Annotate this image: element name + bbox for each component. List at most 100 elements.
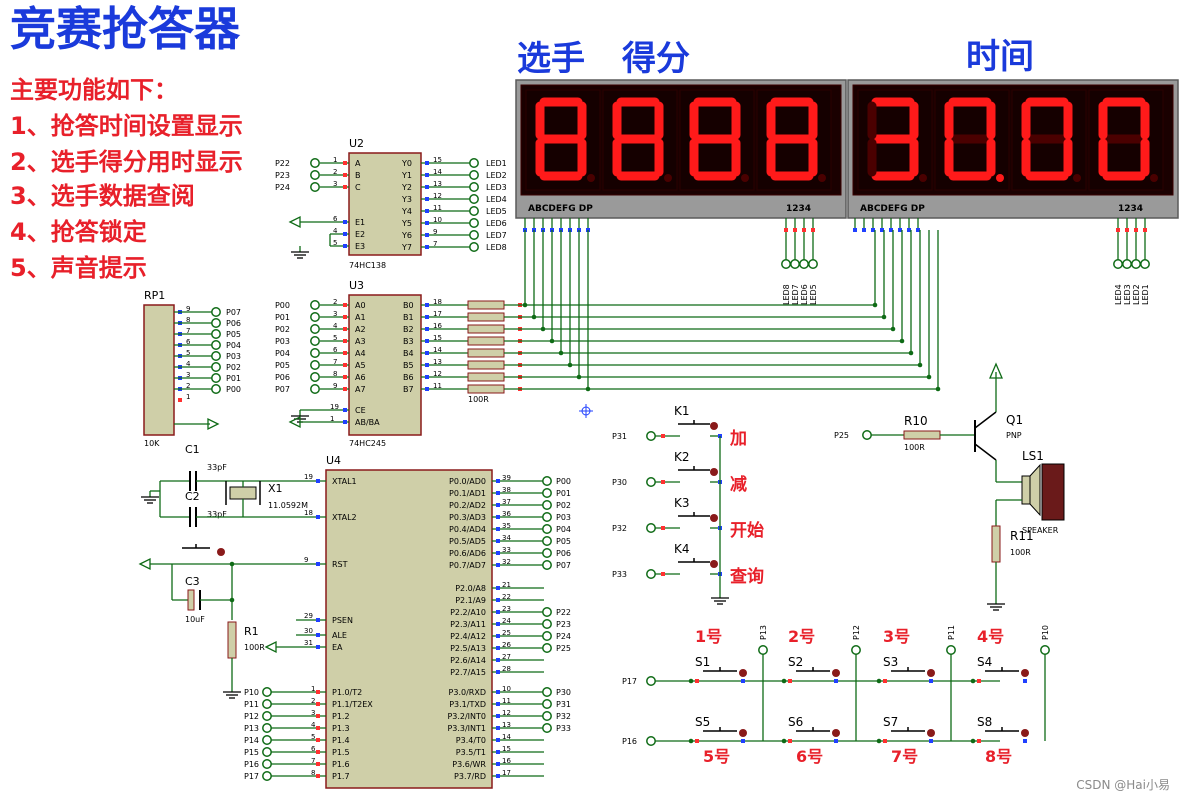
pin-marker (316, 762, 320, 766)
label: P0.4/AD4 (449, 525, 486, 534)
label: P3.5/T1 (456, 748, 486, 757)
u3-ref: U3 (349, 279, 364, 292)
net-label: P16 (622, 737, 637, 746)
net-terminal (310, 336, 320, 346)
net-label: P23 (275, 171, 290, 180)
decimal-point (1150, 174, 1158, 182)
pin-marker (496, 658, 500, 662)
series-resistor (467, 384, 505, 394)
junction-dot (688, 738, 694, 744)
pin-marker (1023, 739, 1027, 743)
pin-marker (496, 563, 500, 567)
net-label: P06 (556, 549, 571, 558)
label: 23 (502, 605, 511, 613)
label: P1.4 (332, 736, 350, 745)
label: P2.1/A9 (455, 596, 486, 605)
u3-part: 74HC245 (349, 439, 386, 448)
net-label: P06 (226, 319, 241, 328)
net-terminal (262, 771, 272, 781)
net-terminal (211, 307, 221, 317)
pin-marker (316, 690, 320, 694)
net-label: P11 (947, 625, 956, 640)
junction-dot (531, 314, 537, 320)
label: A6 (355, 373, 366, 382)
label: 17 (433, 310, 442, 318)
label: B (355, 171, 361, 180)
pin-marker (496, 551, 500, 555)
u3-res-label: 100R (468, 395, 489, 404)
pin-marker (802, 228, 806, 232)
pin-marker (425, 351, 429, 355)
pin-marker (496, 598, 500, 602)
net-label: P16 (244, 760, 259, 769)
label: P2.2/A10 (450, 608, 486, 617)
label: B3 (403, 337, 414, 346)
label: P3.3/INT1 (447, 724, 486, 733)
label: P0.7/AD7 (449, 561, 486, 570)
led-net-label: LED3 (1123, 284, 1132, 305)
label: P2.4/A12 (450, 632, 486, 641)
label: Y6 (401, 231, 412, 240)
net-terminal (211, 318, 221, 328)
junction-dot (567, 362, 573, 368)
key-label: 加 (729, 429, 747, 449)
net-terminal (542, 512, 552, 522)
label: 14 (433, 168, 442, 176)
label: P3.2/INT0 (447, 712, 486, 721)
label: P2.0/A8 (455, 584, 486, 593)
label: 15 (433, 156, 442, 164)
net-terminal (262, 699, 272, 709)
label: 33pF (207, 510, 227, 519)
junction-dot (890, 326, 896, 332)
label: 3 (186, 371, 190, 379)
led-net-label: LED7 (791, 284, 800, 305)
series-resistor (467, 312, 505, 322)
wire (974, 443, 997, 461)
header-player: 选手 (517, 39, 585, 79)
net-label: P32 (556, 712, 571, 721)
u2-chip (348, 152, 422, 256)
pin-marker (695, 739, 699, 743)
label: 1 (330, 415, 334, 423)
header-score: 得分 (622, 39, 690, 79)
label: 10 (433, 216, 442, 224)
net-terminal (469, 182, 479, 192)
net-terminal (262, 759, 272, 769)
label: 32 (502, 558, 511, 566)
label: A3 (355, 337, 366, 346)
net-label: P01 (275, 313, 290, 322)
pin-marker (316, 714, 320, 718)
pin-marker (929, 679, 933, 683)
pin-marker (496, 714, 500, 718)
net-terminal (542, 631, 552, 641)
label: 25 (502, 629, 511, 637)
c3-value: 10uF (185, 615, 205, 624)
net-terminal (469, 206, 479, 216)
capacitor (187, 589, 195, 611)
page-title: 竞赛抢答器 (10, 2, 240, 56)
net-terminal (542, 488, 552, 498)
junction-dot (688, 678, 694, 684)
net-terminal (851, 645, 861, 655)
pin-marker (343, 351, 347, 355)
label: P0.0/AD0 (449, 477, 486, 486)
pin-marker (316, 774, 320, 778)
label: 2 (333, 168, 337, 176)
net-terminal (862, 430, 872, 440)
pin-marker (316, 738, 320, 742)
label: P1.2 (332, 712, 350, 721)
label: 4 (186, 360, 191, 368)
q1-type: PNP (1006, 431, 1022, 440)
net-terminal (542, 536, 552, 546)
pin-marker (834, 679, 838, 683)
label: A (355, 159, 361, 168)
label: P0.5/AD5 (449, 537, 486, 546)
label: A2 (355, 325, 366, 334)
label: A5 (355, 361, 366, 370)
key-ref: K2 (674, 450, 690, 464)
button-marker (710, 422, 718, 430)
label: 5 (186, 349, 190, 357)
pin-marker (343, 244, 347, 248)
pin-marker (425, 161, 429, 165)
label: P0.1/AD1 (449, 489, 486, 498)
